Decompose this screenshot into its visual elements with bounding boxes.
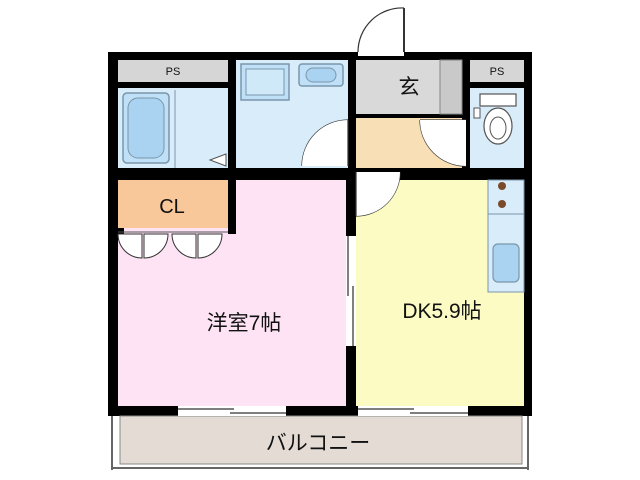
entrance-label: 玄 bbox=[399, 76, 420, 99]
pipe-space-left-label: PS bbox=[166, 66, 181, 78]
closet-bottom-wall-left bbox=[118, 228, 124, 234]
front-door-opening bbox=[358, 50, 404, 56]
pipe-space-left bbox=[118, 60, 228, 82]
dining-kitchen-label: DK5.9帖 bbox=[402, 300, 481, 323]
shoe-box bbox=[439, 59, 463, 115]
front-door-arc bbox=[357, 7, 405, 53]
bath-door-marker bbox=[208, 153, 227, 167]
western-room-label: 洋室7帖 bbox=[207, 312, 282, 335]
toilet-tank bbox=[479, 93, 517, 107]
wash-basin-bowl bbox=[305, 67, 337, 83]
washroom-door-fill bbox=[302, 120, 348, 166]
closet-label: CL bbox=[159, 196, 185, 218]
washing-machine-pan-inner bbox=[245, 68, 285, 96]
toilet-seat bbox=[489, 116, 507, 140]
sliding-door-opening bbox=[346, 236, 356, 346]
dk-door-fill bbox=[356, 172, 400, 216]
closet-right-wall bbox=[228, 180, 236, 234]
balcony-area bbox=[119, 415, 523, 465]
kitchen-sink bbox=[492, 243, 520, 283]
toilet-paper-holder bbox=[473, 107, 481, 119]
bathtub-inner bbox=[127, 97, 165, 159]
front-door-swing bbox=[357, 7, 404, 53]
balcony-label: バルコニー bbox=[266, 432, 371, 455]
stove-burner-2 bbox=[498, 200, 506, 208]
hall-door-fill bbox=[420, 120, 466, 166]
pipe-space-right-label: PS bbox=[490, 66, 505, 78]
window-dk-opening bbox=[358, 406, 468, 416]
closet-doors bbox=[117, 231, 228, 259]
window-western-opening bbox=[178, 406, 286, 416]
pipe-space-right bbox=[470, 60, 524, 82]
stove-burner-1 bbox=[498, 182, 506, 190]
closet-area bbox=[118, 180, 228, 228]
